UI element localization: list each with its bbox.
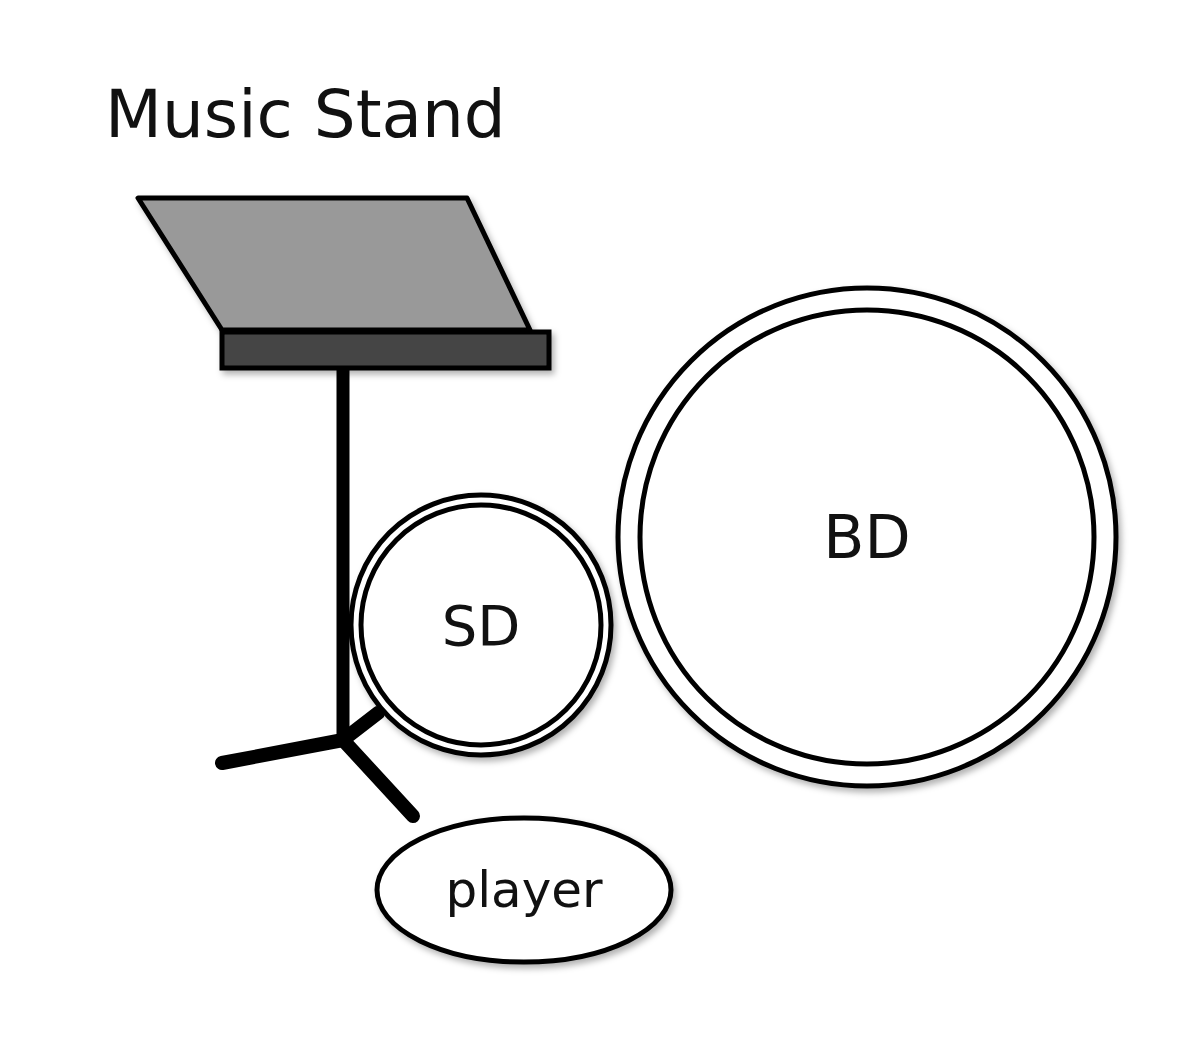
music-stand-label: Music Stand: [105, 76, 506, 153]
snare-drum: SD: [348, 492, 614, 758]
stand-leg: [222, 740, 343, 763]
stand-pole: [337, 368, 350, 740]
player-ellipse: player: [374, 815, 674, 965]
node-label: SD: [442, 593, 521, 658]
node-label: player: [445, 861, 602, 919]
stand-ledge: [222, 332, 549, 368]
stand-leg: [343, 713, 378, 740]
stand-leg: [343, 740, 413, 816]
stand-desk: [138, 198, 530, 330]
node-label: BD: [823, 502, 910, 572]
bass-drum: BD: [615, 285, 1119, 789]
